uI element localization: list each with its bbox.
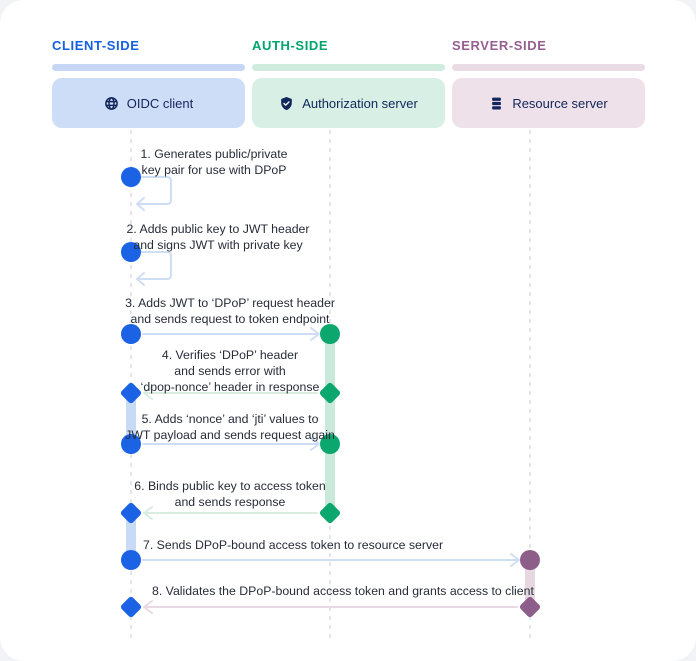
- actor-resource-server-label: Resource server: [512, 95, 608, 111]
- column-label-auth-side: AUTH-SIDE: [252, 38, 329, 53]
- step-7-label: 7. Sends DPoP-bound access token to reso…: [143, 538, 444, 552]
- step-6-label: 6. Binds public key to access token and …: [134, 479, 326, 509]
- step-1-self-loop-arrow: [136, 176, 172, 211]
- step-3-auth-node: [320, 324, 340, 344]
- step-4-client-node: [119, 381, 143, 405]
- step-3-label: 3. Adds JWT to ‘DPoP’ request header and…: [125, 296, 335, 326]
- step-2-self-loop-arrow: [136, 251, 172, 286]
- step-1-label: 1. Generates public/private key pair for…: [140, 147, 288, 177]
- shield-check-icon: [279, 96, 294, 111]
- step-8-label: 8. Validates the DPoP-bound access token…: [152, 584, 534, 598]
- column-label-client-side: CLIENT-SIDE: [52, 38, 140, 53]
- step-8-server-node: [518, 595, 542, 619]
- server-activation-bar: [525, 560, 535, 607]
- actor-authorization-server: Authorization server: [252, 78, 445, 128]
- step-5-auth-node: [320, 434, 340, 454]
- step-2-label: 2. Adds public key to JWT header and sig…: [126, 222, 310, 252]
- step-5-client-node: [121, 434, 141, 454]
- step-7-request-arrow: [142, 553, 520, 567]
- step-4-auth-node: [318, 381, 342, 405]
- server-lifeline: [529, 130, 531, 642]
- step-3-request-arrow: [142, 327, 320, 341]
- step-5-label: 5. Adds ‘nonce’ and ‘jti’ values to JWT …: [125, 412, 335, 442]
- step-1-client-node: [121, 167, 141, 187]
- auth-column-bar: [252, 64, 445, 71]
- step-7-client-node: [121, 550, 141, 570]
- step-8-client-node: [119, 595, 143, 619]
- step-3-client-node: [121, 324, 141, 344]
- step-7-server-node: [520, 550, 540, 570]
- client-activation-bar-2: [126, 513, 136, 560]
- actor-resource-server: Resource server: [452, 78, 645, 128]
- server-column-bar: [452, 64, 645, 71]
- step-4-label: 4. Verifies ‘DPoP’ header and sends erro…: [140, 348, 320, 394]
- auth-activation-bar: [325, 334, 335, 513]
- client-activation-bar-1: [126, 393, 136, 444]
- actor-oidc-client-label: OIDC client: [126, 95, 194, 111]
- globe-icon: [104, 96, 119, 111]
- actor-authorization-server-label: Authorization server: [302, 95, 418, 111]
- actor-oidc-client: OIDC client: [52, 78, 245, 128]
- client-column-bar: [52, 64, 245, 71]
- server-icon: [489, 96, 504, 111]
- step-2-client-node: [121, 242, 141, 262]
- column-label-server-side: SERVER-SIDE: [452, 38, 547, 53]
